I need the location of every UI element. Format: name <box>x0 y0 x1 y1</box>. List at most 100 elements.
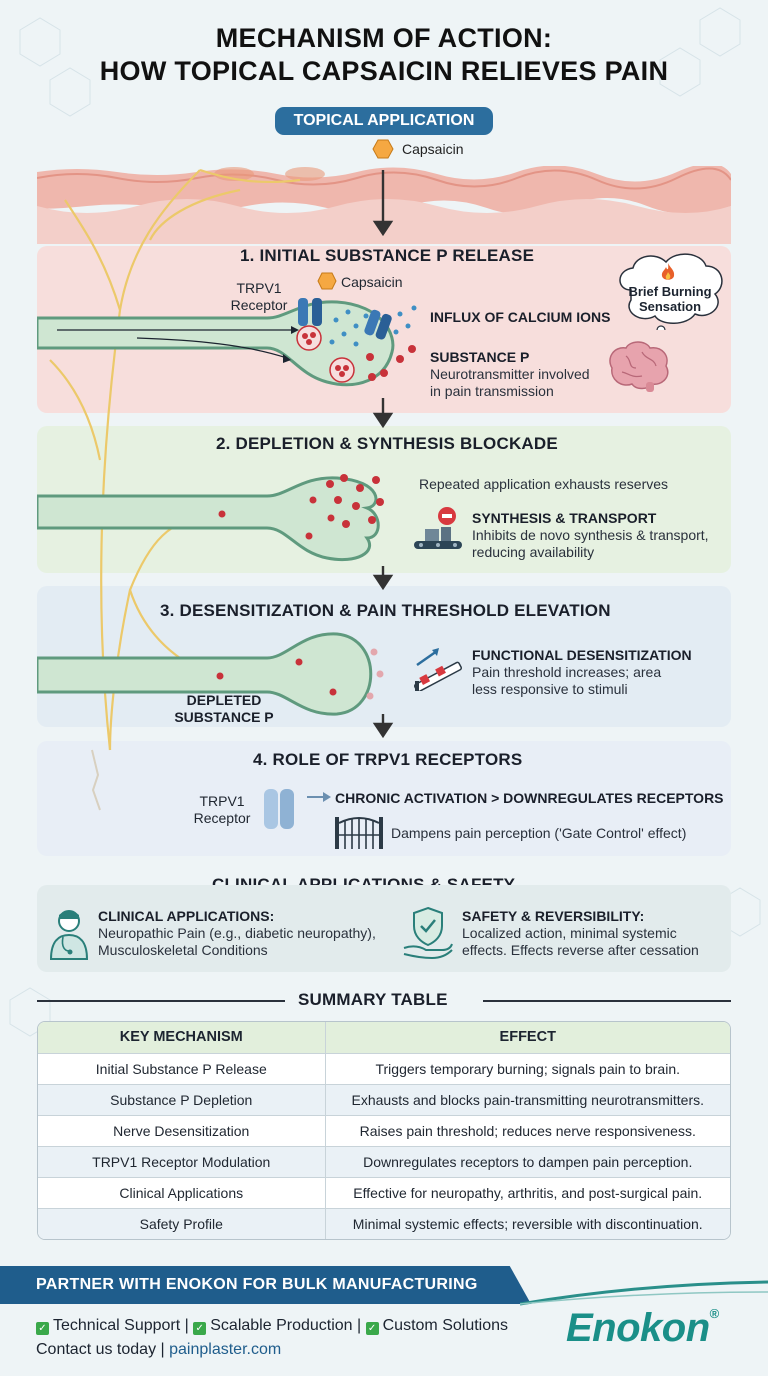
fire-icon <box>661 263 675 280</box>
step4-faded-receptor-icon <box>264 789 294 829</box>
safety-line2: effects. Effects reverse after cessation <box>462 942 699 958</box>
capsaicin-label-top: Capsaicin <box>402 141 464 157</box>
mechanism-cell: Safety Profile <box>38 1207 326 1239</box>
repeated-application-text: Repeated application exhausts reserves <box>419 476 669 492</box>
thought-cloud <box>619 253 723 330</box>
calcium-ions-dots <box>329 305 417 347</box>
depleted-line1: DEPLETED <box>186 692 262 708</box>
step4-trpv1-label: TRPV1 Receptor <box>186 793 258 827</box>
substance-p-desc-line2: in pain transmission <box>430 383 554 399</box>
banner-swoosh <box>520 1280 768 1306</box>
summary-heading: SUMMARY TABLE <box>298 990 448 1009</box>
step3-nerve-terminal <box>37 632 373 716</box>
effect-cell: Downregulates receptors to dampen pain p… <box>325 1145 730 1177</box>
clinical-apps-title: CLINICAL APPLICATIONS: <box>98 908 275 924</box>
substance-p-desc-line1: Neurotransmitter involved <box>430 366 590 382</box>
step1-capsaicin-hexagon-icon <box>317 272 337 290</box>
contact-line: Contact us today | painplaster.com <box>36 1341 281 1359</box>
functional-desc-line1: Pain threshold increases; area <box>472 664 662 680</box>
mechanism-cell: Clinical Applications <box>38 1176 326 1208</box>
effect-cell: Exhausts and blocks pain-transmitting ne… <box>325 1083 730 1115</box>
registered-mark: ® <box>709 1306 720 1321</box>
clinical-apps-line2: Musculoskeletal Conditions <box>98 942 268 958</box>
logo-text: Enokon <box>566 1306 710 1350</box>
feature-list: ✓Technical Support | ✓Scalable Productio… <box>36 1317 508 1335</box>
substance-p-desc: Neurotransmitter involved in pain transm… <box>430 366 590 400</box>
check-icon: ✓ <box>365 1322 379 1335</box>
step1-trpv1-receptor-right-icon <box>364 309 392 340</box>
summary-divider-right <box>483 1000 731 1002</box>
title-line-1: MECHANISM OF ACTION: <box>215 23 553 53</box>
col-key-mechanism: KEY MECHANISM <box>38 1022 326 1053</box>
influx-calcium-label: INFLUX OF CALCIUM IONS <box>430 309 611 325</box>
website-link[interactable]: painplaster.com <box>169 1341 282 1358</box>
check-icon: ✓ <box>193 1322 207 1335</box>
step1-trpv1-label: TRPV1 Receptor <box>224 280 294 314</box>
effect-cell: Effective for neuropathy, arthritis, and… <box>325 1176 730 1208</box>
synthesis-desc: Inhibits de novo synthesis & transport, … <box>472 527 709 561</box>
substance-p-dots-step2 <box>326 474 384 528</box>
shield-hand-icon <box>403 906 453 960</box>
feature-custom-solutions: Custom Solutions <box>382 1317 509 1334</box>
check-icon: ✓ <box>36 1322 49 1335</box>
brain-icon <box>609 341 669 392</box>
separator: | <box>357 1317 362 1334</box>
step2-nerve-terminal <box>37 476 380 562</box>
mechanism-cell: Initial Substance P Release <box>38 1052 326 1084</box>
flow-arrows <box>372 170 394 739</box>
effect-cell: Minimal systemic effects; reversible wit… <box>325 1207 730 1239</box>
table-row: Substance P Depletion Exhausts and block… <box>38 1083 730 1115</box>
chronic-activation-label: CHRONIC ACTIVATION > DOWNREGULATES RECEP… <box>335 790 724 806</box>
step1-trpv1-text: TRPV1 <box>236 280 282 296</box>
feature-technical-support: Technical Support <box>53 1317 181 1334</box>
step3-title: 3. DESENSITIZATION & PAIN THRESHOLD ELEV… <box>160 601 611 620</box>
functional-desc: Pain threshold increases; area less resp… <box>472 664 661 698</box>
safety-desc: Localized action, minimal systemic effec… <box>462 925 699 959</box>
effect-cell: Triggers temporary burning; signals pain… <box>325 1052 730 1084</box>
summary-divider-left <box>37 1000 285 1002</box>
clinical-box <box>37 885 731 972</box>
step4-receptor-text: Receptor <box>193 810 251 826</box>
table-row: Nerve Desensitization Raises pain thresh… <box>38 1114 730 1146</box>
faded-substance-p-dots <box>366 648 384 700</box>
title-line-2: HOW TOPICAL CAPSAICIN RELIEVES PAIN <box>99 56 669 86</box>
depleted-substance-p-label: DEPLETED SUBSTANCE P <box>168 692 280 726</box>
gate-icon <box>335 817 383 849</box>
step4-trpv1-text: TRPV1 <box>199 793 245 809</box>
substance-p-label: SUBSTANCE P <box>430 349 530 365</box>
partner-banner: PARTNER WITH ENOKON FOR BULK MANUFACTURI… <box>0 1266 531 1304</box>
step4-title: 4. ROLE OF TRPV1 RECEPTORS <box>253 750 523 769</box>
table-row: TRPV1 Receptor Modulation Downregulates … <box>38 1145 730 1177</box>
step1-receptor-text: Receptor <box>230 297 288 313</box>
step1-trpv1-receptor-icon <box>298 298 322 326</box>
gate-control-text: Dampens pain perception ('Gate Control' … <box>391 825 687 841</box>
table-row: Safety Profile Minimal systemic effects;… <box>38 1207 730 1239</box>
clinical-apps-desc: Neuropathic Pain (e.g., diabetic neuropa… <box>98 925 376 959</box>
contact-prefix: Contact us today | <box>36 1341 165 1358</box>
enokon-logo: Enokon® <box>566 1306 719 1351</box>
functional-desc-line2: less responsive to stimuli <box>472 681 628 697</box>
step2-title: 2. DEPLETION & SYNTHESIS BLOCKADE <box>216 434 558 453</box>
table-row: Clinical Applications Effective for neur… <box>38 1176 730 1208</box>
page-title: MECHANISM OF ACTION: HOW TOPICAL CAPSAIC… <box>0 22 768 88</box>
burning-sensation-text: Brief Burning Sensation <box>620 284 720 314</box>
effect-cell: Raises pain threshold; reduces nerve res… <box>325 1114 730 1146</box>
col-effect: EFFECT <box>325 1022 730 1053</box>
doctor-icon <box>49 910 89 960</box>
conveyor-stop-icon <box>414 507 462 549</box>
feature-scalable-production: Scalable Production <box>210 1317 353 1334</box>
mechanism-cell: TRPV1 Receptor Modulation <box>38 1145 326 1177</box>
table-row: Initial Substance P Release Triggers tem… <box>38 1052 730 1084</box>
summary-table: KEY MECHANISM EFFECT Initial Substance P… <box>37 1021 731 1240</box>
functional-desensitization-label: FUNCTIONAL DESENSITIZATION <box>472 647 692 663</box>
step4-panel <box>37 741 731 856</box>
burning-line1: Brief Burning <box>628 284 712 299</box>
summary-header-row: KEY MECHANISM EFFECT <box>38 1022 730 1053</box>
capsaicin-hexagon-icon <box>372 139 394 159</box>
topical-application-pill: TOPICAL APPLICATION <box>275 107 493 135</box>
synthesis-desc-line1: Inhibits de novo synthesis & transport, <box>472 527 709 543</box>
synthesis-transport-label: SYNTHESIS & TRANSPORT <box>472 510 657 526</box>
synthesis-desc-line2: reducing availability <box>472 544 595 560</box>
separator: | <box>184 1317 189 1334</box>
step1-title: 1. INITIAL SUBSTANCE P RELEASE <box>240 246 535 265</box>
